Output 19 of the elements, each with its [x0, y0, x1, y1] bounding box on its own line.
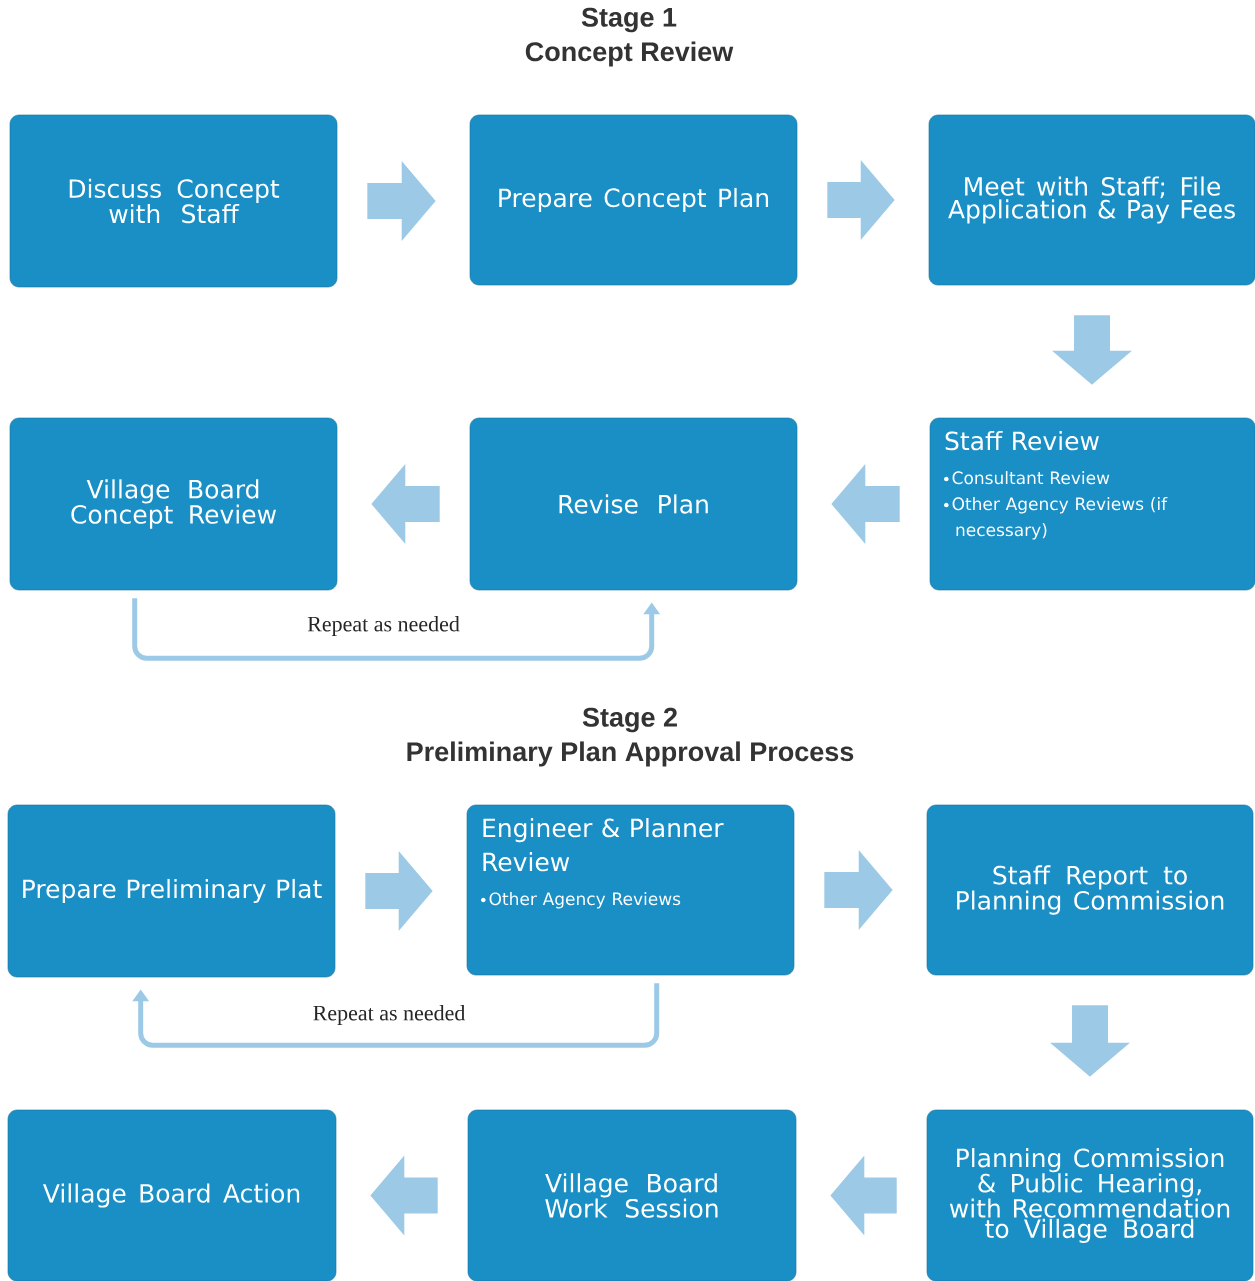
process-box: Discuss Concept with Staff [9, 114, 338, 288]
process-box: Prepare Concept Plan [469, 114, 798, 286]
process-box: Village Board Action [7, 1109, 337, 1281]
process-box: Prepare Preliminary Plat [7, 804, 336, 978]
process-box: Meet with Staff; File Application & Pay Fees [928, 114, 1255, 286]
loop-arrow [132, 983, 660, 1048]
process-box: Village Board Concept Review [9, 417, 338, 591]
edge-label: Repeat as needed [306, 615, 461, 637]
process-box: Engineer & Planner Review Other Agency Reviews [466, 804, 795, 976]
process-box: Staff Report to Planning Commission [926, 804, 1254, 976]
process-box: Village Board Work Session [467, 1109, 797, 1281]
process-box: Staff Review Consultant Review Other Agency Reviews (if necessary) [929, 417, 1255, 591]
process-box: Revise Plan [469, 417, 798, 591]
edge-label: Repeat as needed [311, 1004, 467, 1026]
stage-heading: Stage 2 [582, 707, 677, 733]
process-box: Planning Commission & Public Hearing, with Recommendation to Village Board [926, 1109, 1254, 1281]
stage-heading: Stage 1 [581, 7, 677, 33]
stage-heading: Preliminary Plan Approval Process [407, 741, 854, 767]
stage-heading: Concept Review [525, 41, 734, 67]
